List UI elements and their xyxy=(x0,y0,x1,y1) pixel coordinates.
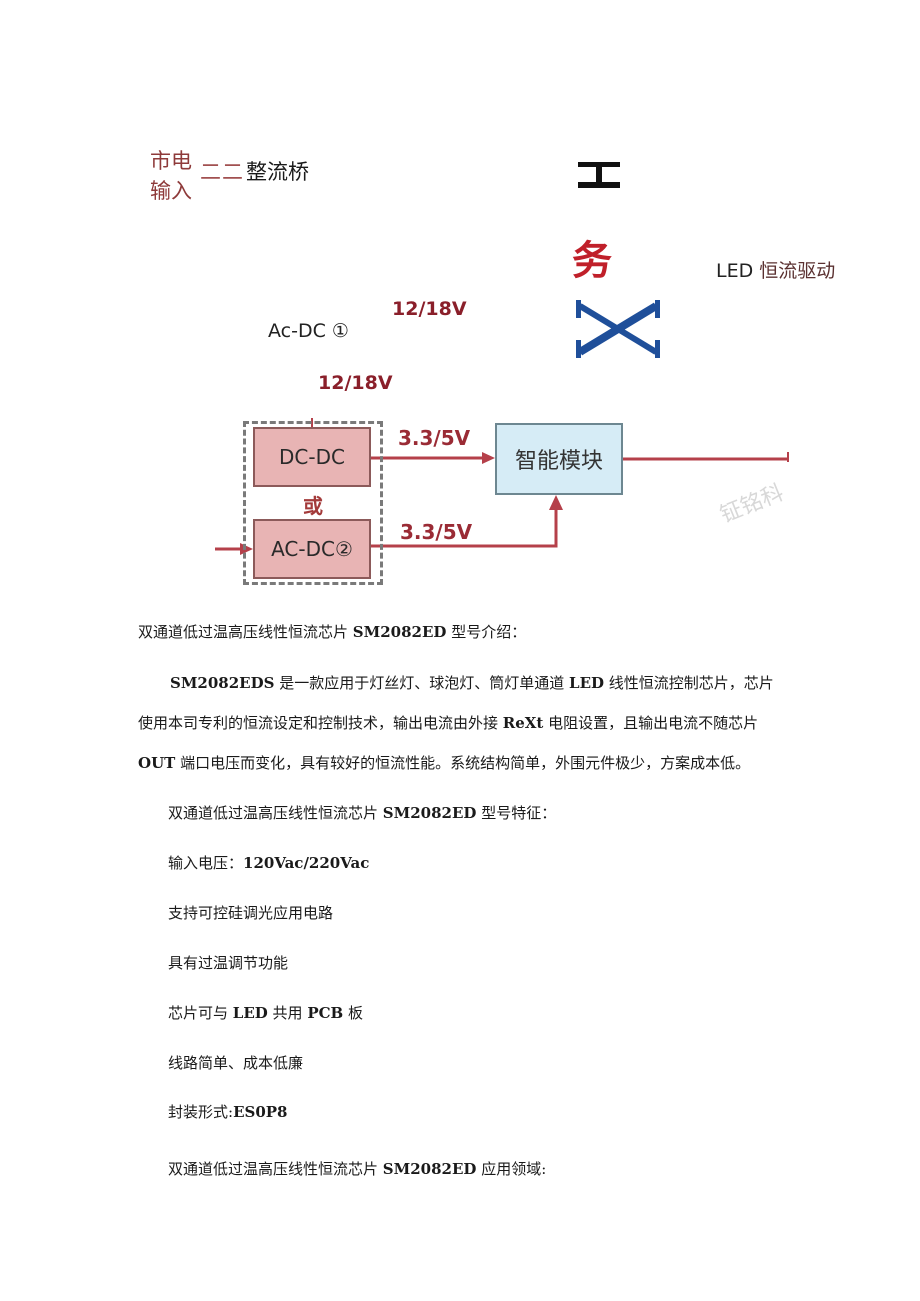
model-number: SM2082EDS xyxy=(170,674,275,692)
block-diagram-arrows xyxy=(215,418,789,555)
desc-bold: LED xyxy=(569,674,605,692)
dash-connector: 二二 xyxy=(200,160,244,184)
feature-value: ES0P8 xyxy=(233,1103,288,1121)
features-heading-prefix: 双通道低过温高压线性恒流芯片 xyxy=(168,804,383,822)
or-label: 或 xyxy=(303,494,323,518)
product-description: SM2082EDS 是一款应用于灯丝灯、球泡灯、筒灯单通道 LED 线性恒流控制… xyxy=(138,663,786,783)
voltage-label-lower: 12/18V xyxy=(318,372,393,394)
intro-heading: 双通道低过温高压线性恒流芯片 SM2082ED 型号介绍： xyxy=(138,622,526,642)
applications-heading-prefix: 双通道低过温高压线性恒流芯片 xyxy=(168,1160,383,1178)
desc-text: 端口电压而变化，具有较好的恒流性能。系统结构简单，外围元件极少，方案成本低。 xyxy=(175,754,751,772)
mains-input-label: 市电 输入 xyxy=(150,146,192,206)
intro-heading-prefix: 双通道低过温高压线性恒流芯片 xyxy=(138,623,353,641)
feature-label: 输入电压： xyxy=(168,854,244,872)
gong-glyph-icon xyxy=(578,162,620,188)
feature-text: 板 xyxy=(343,1004,364,1022)
feature-bold: PCB xyxy=(307,1004,344,1022)
mains-label-line1: 市电 xyxy=(150,149,192,173)
feature-label: 封装形式: xyxy=(168,1103,234,1121)
desc-bold: ReXt xyxy=(502,714,544,732)
feature-input-voltage: 输入电压：120Vac/220Vac xyxy=(168,853,369,873)
features-heading-suffix: 型号特征： xyxy=(476,804,557,822)
feature-value: 120Vac/220Vac xyxy=(243,854,370,872)
output-voltage-label-2: 3.3/5V xyxy=(400,520,473,544)
model-number: SM2082ED xyxy=(382,1160,477,1178)
desc-bold: OUT xyxy=(138,754,176,772)
led-text: LED xyxy=(716,260,754,282)
intro-heading-suffix: 型号介绍： xyxy=(446,623,527,641)
power-option-group xyxy=(243,421,383,585)
driver-text: 恒流驱动 xyxy=(759,260,836,282)
mains-label-line2: 输入 xyxy=(150,179,192,203)
desc-text: 线性恒流控制芯片，芯片使用本司专利的恒流设定和控制技术，输出电流由外接 xyxy=(138,674,774,732)
smart-module-block: 智能模块 xyxy=(495,423,623,495)
wu-glyph: 务 xyxy=(572,237,612,284)
applications-heading-suffix: 应用领域: xyxy=(476,1160,547,1178)
rectifier-bridge-label: 整流桥 xyxy=(246,160,309,184)
feature-thermal: 具有过温调节功能 xyxy=(168,954,289,972)
acdc1-label: Ac-DC ① xyxy=(268,320,349,342)
feature-pcb: 芯片可与 LED 共用 PCB 板 xyxy=(168,1003,363,1023)
feature-dimming: 支持可控硅调光应用电路 xyxy=(168,904,334,922)
desc-text: 是一款应用于灯丝灯、球泡灯、筒灯单通道 xyxy=(274,674,570,692)
features-heading: 双通道低过温高压线性恒流芯片 SM2082ED 型号特征： xyxy=(168,803,556,823)
dcdc-converter-block: DC-DC xyxy=(253,427,371,487)
model-number: SM2082ED xyxy=(352,623,447,641)
led-driver-label: LED 恒流驱动 xyxy=(716,256,835,283)
output-voltage-label-1: 3.3/5V xyxy=(398,426,471,450)
feature-text: 芯片可与 xyxy=(168,1004,233,1022)
acdc2-converter-block: AC-DC② xyxy=(253,519,371,579)
applications-heading: 双通道低过温高压线性恒流芯片 SM2082ED 应用领域: xyxy=(168,1159,546,1179)
x-glyph-icon xyxy=(576,300,660,358)
feature-bold: LED xyxy=(232,1004,268,1022)
voltage-label-upper: 12/18V xyxy=(392,298,467,320)
desc-text: 电阻设置，且输出电流不随芯片 xyxy=(543,714,759,732)
feature-package: 封装形式:ES0P8 xyxy=(168,1102,287,1122)
feature-text: 共用 xyxy=(267,1004,308,1022)
model-number: SM2082ED xyxy=(382,804,477,822)
feature-simple: 线路简单、成本低廉 xyxy=(168,1054,304,1072)
